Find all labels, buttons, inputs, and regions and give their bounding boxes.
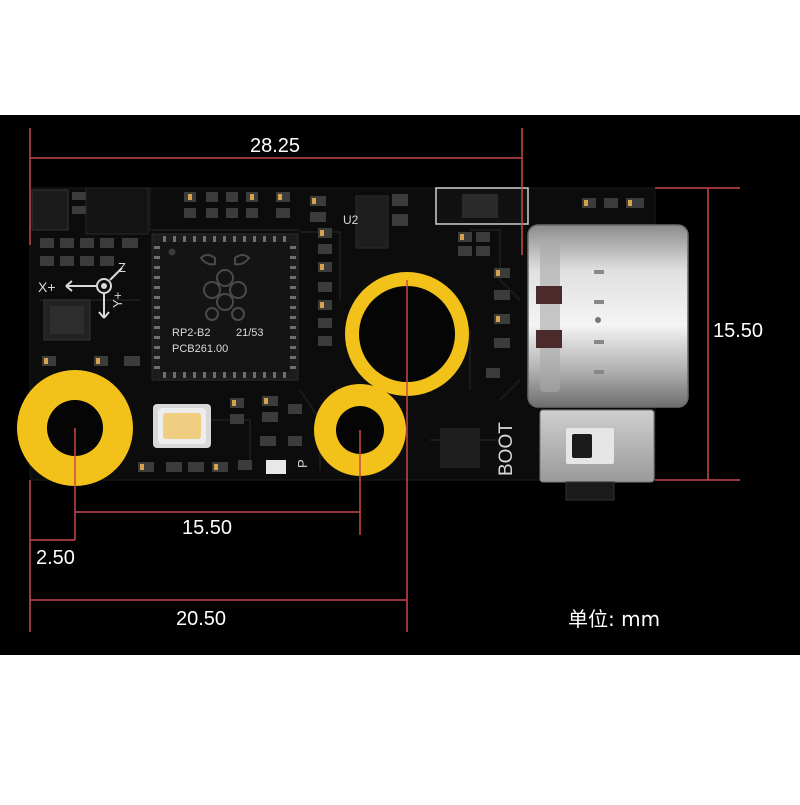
dimension-lines xyxy=(29,128,740,632)
chip-marking-line1: RP2-B2 xyxy=(172,327,211,339)
u2-label: U2 xyxy=(343,213,359,227)
crystal-oscillator xyxy=(153,404,211,448)
chip-marking-line2: PCB261.00 xyxy=(172,343,228,355)
chip-marking-code: 21/53 xyxy=(236,327,264,339)
smd-components xyxy=(31,187,644,474)
slide-switch-icon xyxy=(539,409,655,501)
rp2040-chip: RP2-B2 21/53 PCB261.00 xyxy=(151,233,299,381)
raspberry-pi-icon xyxy=(199,254,251,321)
axis-z-label: Z xyxy=(118,260,126,275)
boot-label: BOOT xyxy=(496,422,517,476)
unit-label: 单位: mm xyxy=(568,607,661,631)
usb-c-icon xyxy=(527,224,689,408)
dimension-label-hole-spacing: 15.50 xyxy=(182,517,233,539)
p-label: P xyxy=(295,459,310,468)
axis-y-label: Y+ xyxy=(110,292,125,308)
dimension-label-board-length: 28.25 xyxy=(250,135,301,157)
dimension-label-hole-offset: 2.50 xyxy=(36,547,75,569)
dimension-label-board-height: 15.50 xyxy=(713,320,764,342)
dimension-label-hole-to-probe: 20.50 xyxy=(176,608,227,630)
axis-x-label: X+ xyxy=(38,279,56,295)
axis-indicator xyxy=(65,267,123,319)
